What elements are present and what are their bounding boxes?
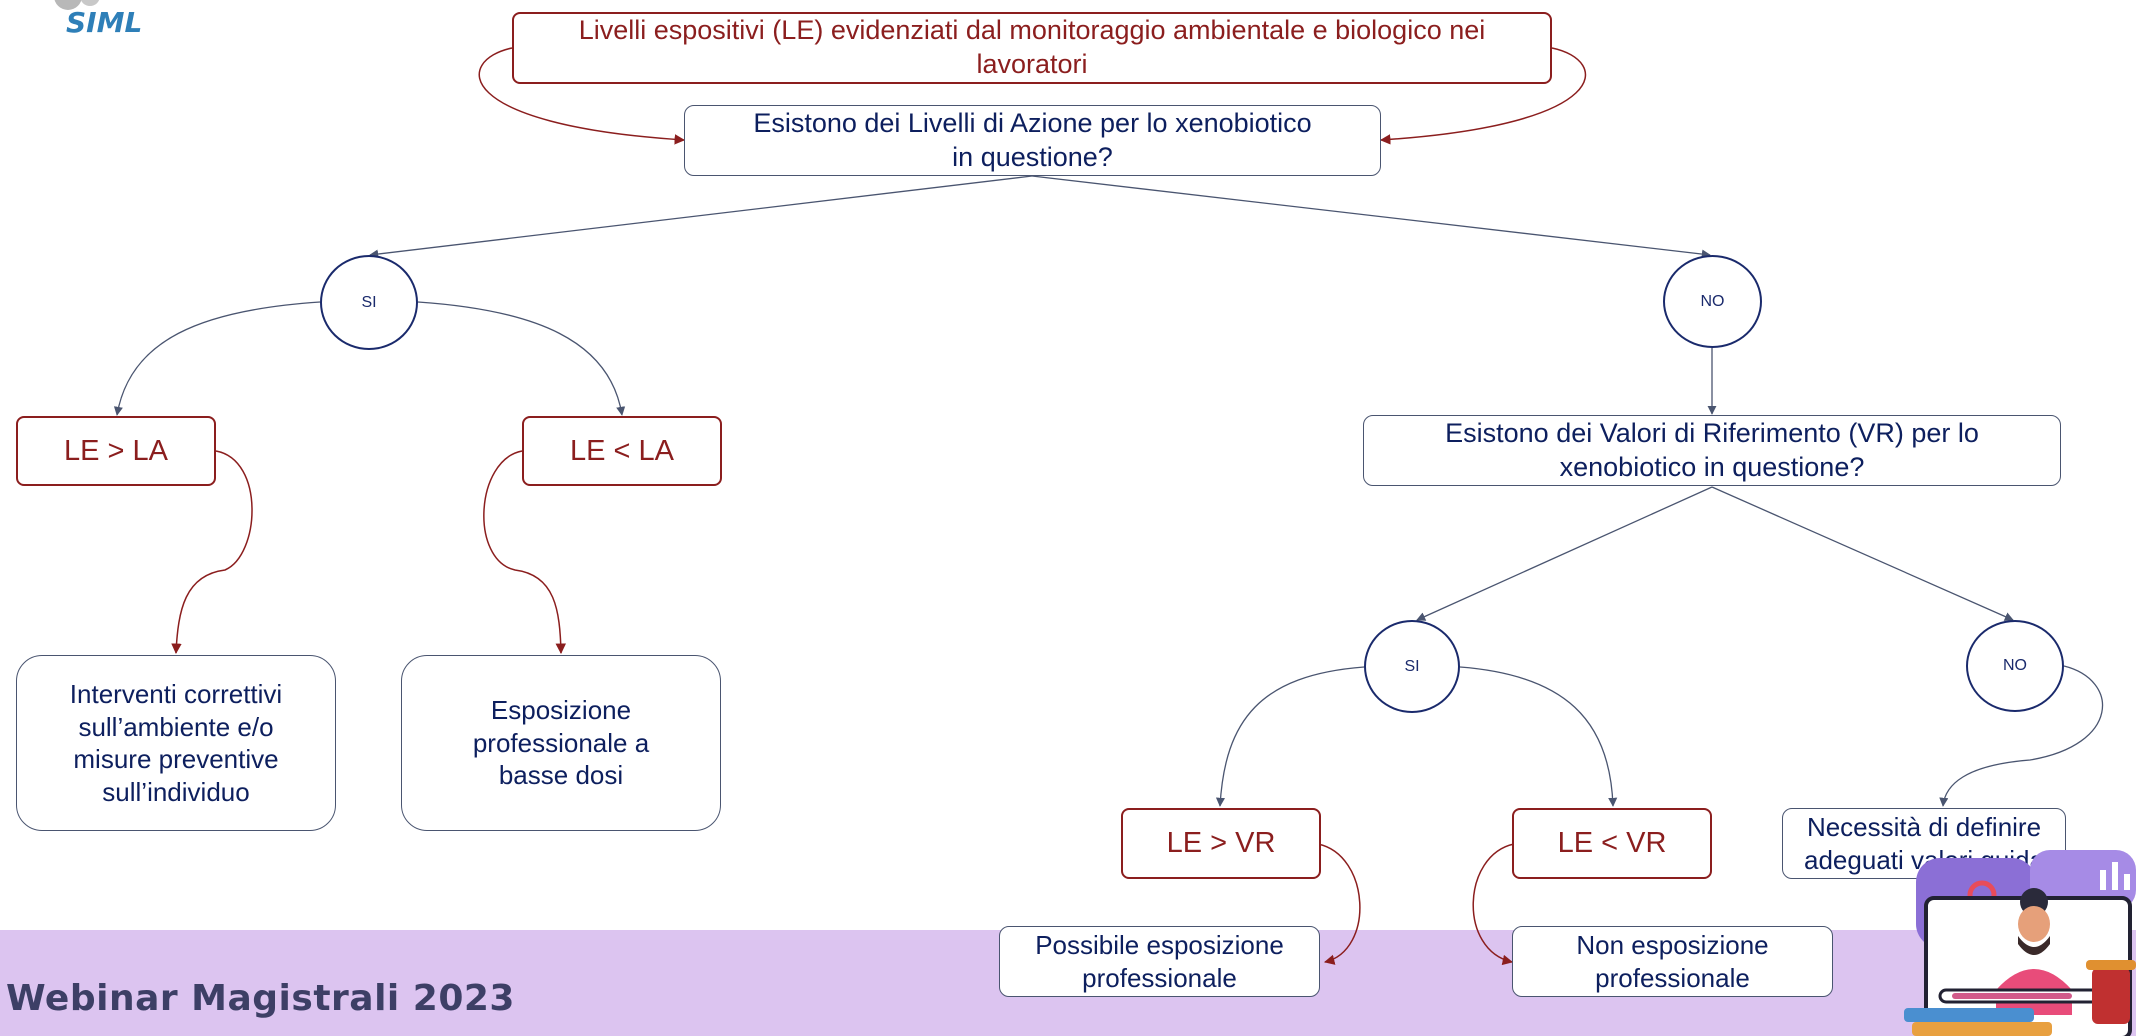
edge-vr-si2 bbox=[1416, 486, 1713, 621]
edge-legtvr-possibile bbox=[1317, 843, 1361, 965]
edge-si1-leltla bbox=[417, 301, 626, 416]
edge-la-no bbox=[1031, 175, 1711, 259]
le-lt-vr-box: LE < VR bbox=[1512, 808, 1712, 879]
loop-arrow-left bbox=[478, 47, 686, 145]
loop-arrow-right bbox=[1379, 47, 1586, 145]
non-esposizione-box: Non esposizione professionale bbox=[1512, 926, 1833, 997]
le-gt-vr-box: LE > VR bbox=[1121, 808, 1321, 879]
si-circle-2: SI bbox=[1364, 620, 1460, 713]
le-gt-la-box: LE > LA bbox=[16, 416, 216, 486]
edge-si1-legtla bbox=[113, 301, 321, 416]
edge-leltla-esposizione bbox=[483, 450, 567, 655]
esposizione-basse-box: Esposizione professionale a basse dosi bbox=[401, 655, 721, 831]
no-circle-2: NO bbox=[1966, 620, 2064, 712]
interventi-box: Interventi correttivi sull’ambiente e/o … bbox=[16, 655, 336, 831]
webinar-illustration bbox=[1904, 850, 2136, 1036]
edge-vr-no2 bbox=[1711, 486, 2014, 621]
siml-logo: SIML bbox=[28, 0, 142, 44]
edge-legtla-interventi bbox=[171, 450, 253, 655]
edge-si2-legtvr bbox=[1215, 666, 1365, 807]
si-circle-1: SI bbox=[320, 255, 418, 350]
edge-leltvr-non bbox=[1472, 843, 1515, 966]
edge-no2-necessita bbox=[1939, 665, 2104, 807]
logo-text: SIML bbox=[66, 6, 143, 39]
no-circle-1: NO bbox=[1663, 255, 1762, 348]
footer-title: Webinar Magistrali 2023 bbox=[6, 978, 515, 1019]
la-question-box: Esistono dei Livelli di Azione per lo xe… bbox=[684, 105, 1381, 176]
le-lt-la-box: LE < LA bbox=[522, 416, 722, 486]
edge-la-si bbox=[369, 175, 1033, 259]
edge-si2-leltvr bbox=[1459, 666, 1618, 807]
possibile-esposizione-box: Possibile esposizione professionale bbox=[999, 926, 1320, 997]
logo-gear-icon bbox=[54, 0, 100, 10]
le-top-box: Livelli espositivi (LE) evidenziati dal … bbox=[512, 12, 1552, 84]
vr-question-box: Esistono dei Valori di Riferimento (VR) … bbox=[1363, 415, 2061, 486]
